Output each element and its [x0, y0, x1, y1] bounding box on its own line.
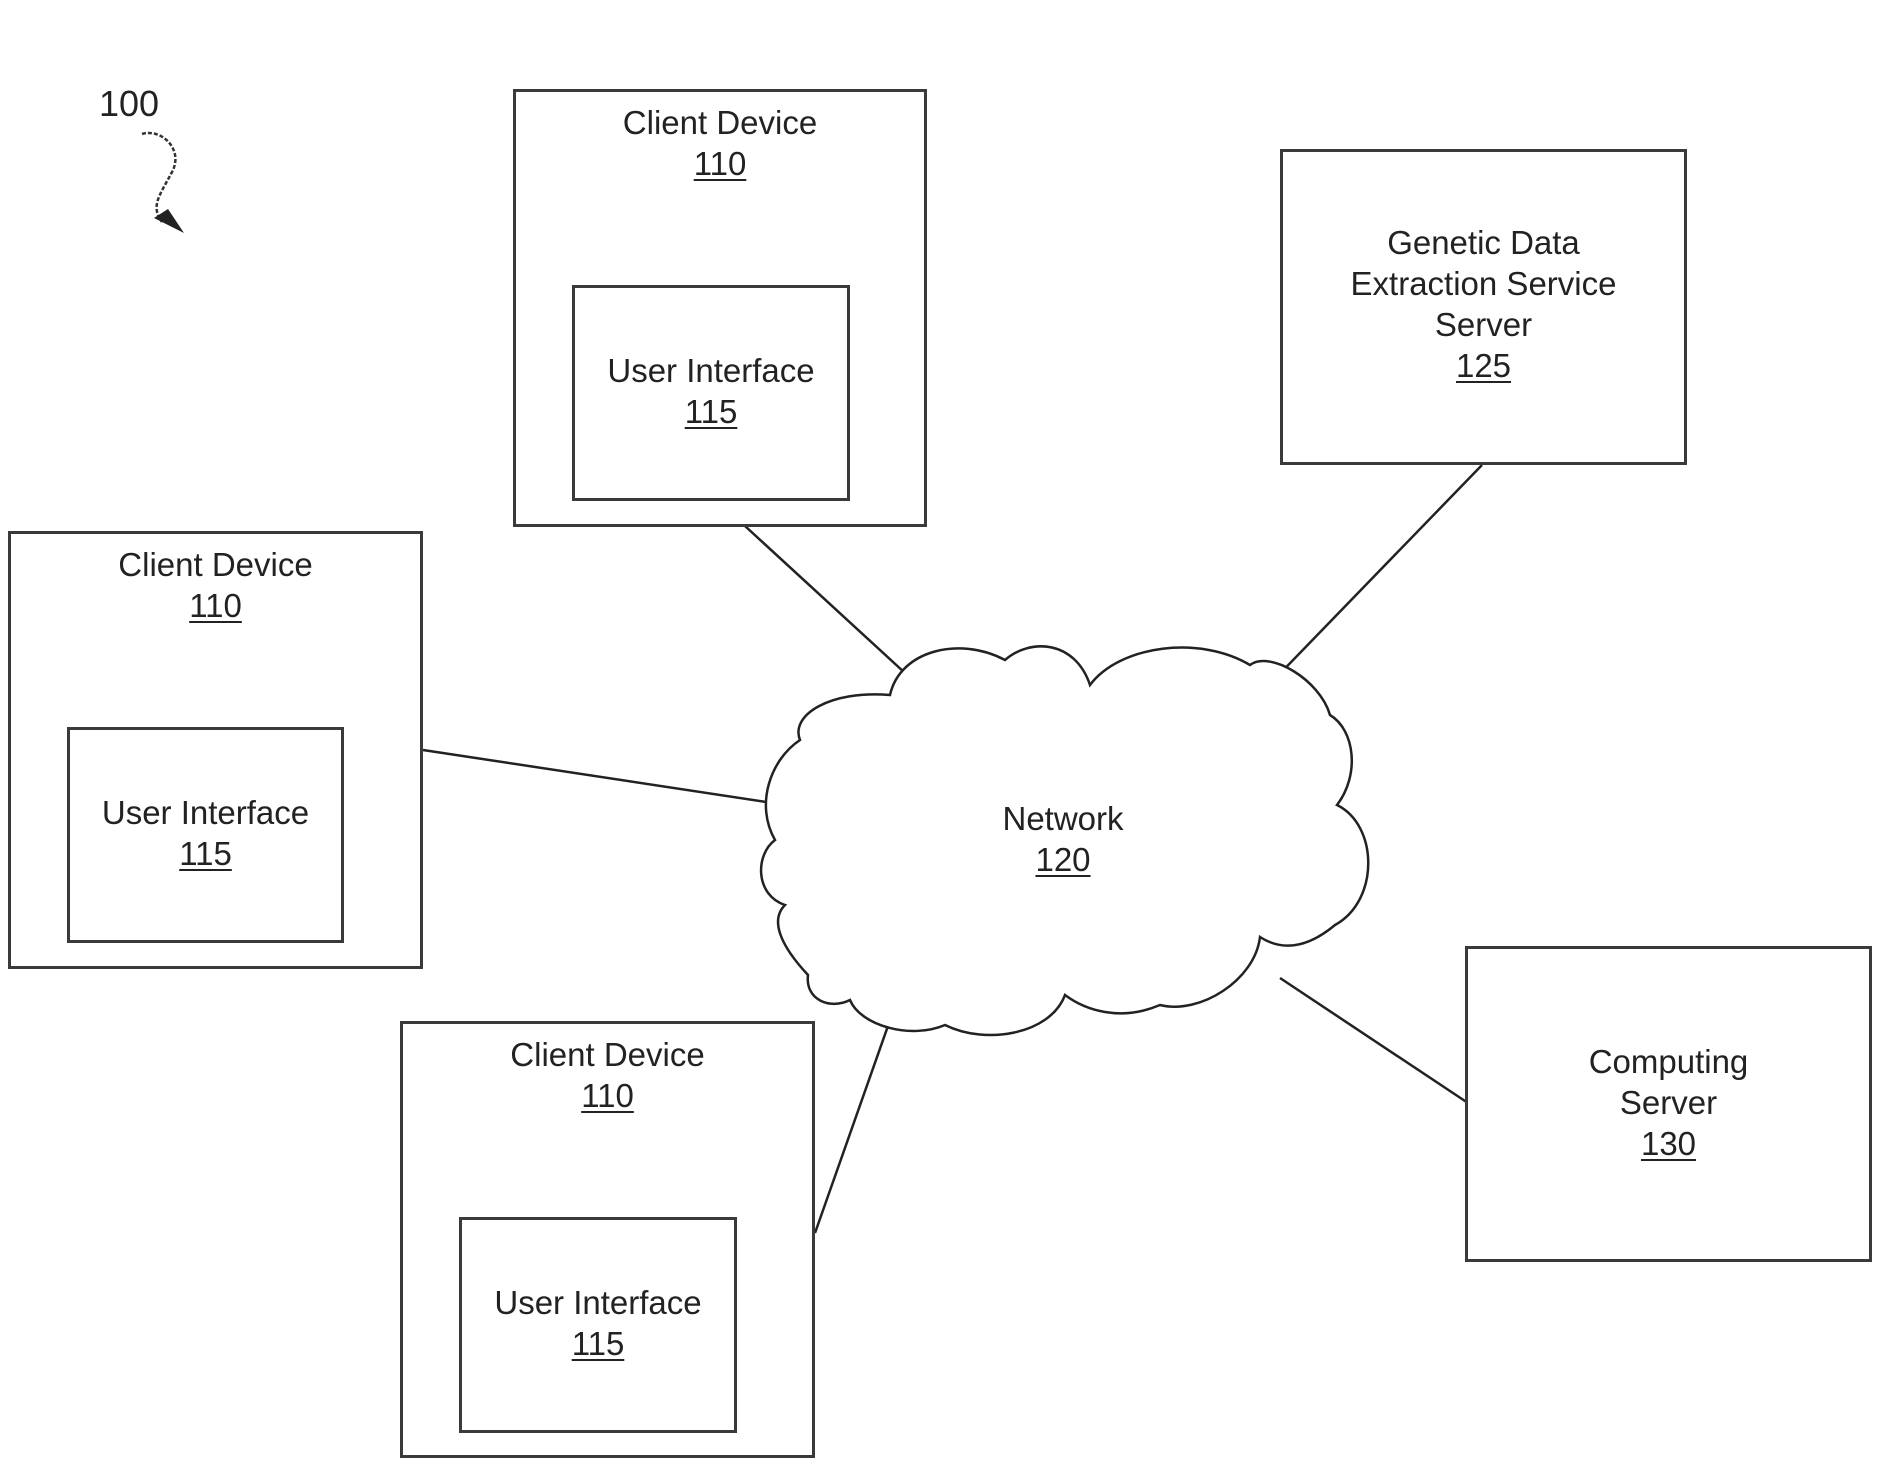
client-device-top[interactable]: Client Device 110 User Interface 115	[513, 89, 927, 527]
client-device-left[interactable]: Client Device 110 User Interface 115	[8, 531, 423, 969]
genetic-server-line1: Genetic Data	[1283, 222, 1684, 263]
client-device-title: Client Device 110	[11, 544, 420, 626]
link-client-top-network	[745, 526, 905, 673]
client-device-number: 110	[516, 143, 924, 184]
network-number: 120	[963, 839, 1163, 880]
genetic-data-extraction-server[interactable]: Genetic Data Extraction Service Server 1…	[1280, 149, 1687, 465]
computing-server-number: 130	[1468, 1123, 1869, 1164]
user-interface-number: 115	[70, 833, 341, 874]
network-title: Network 120	[963, 798, 1163, 880]
genetic-server-title: Genetic Data Extraction Service Server 1…	[1283, 222, 1684, 386]
client-device-number: 110	[11, 585, 420, 626]
computing-server-line1: Computing	[1468, 1041, 1869, 1082]
genetic-server-line2: Extraction Service	[1283, 263, 1684, 304]
user-interface-left[interactable]: User Interface 115	[67, 727, 344, 943]
client-device-name: Client Device	[11, 544, 420, 585]
user-interface-name: User Interface	[575, 350, 847, 391]
client-device-name: Client Device	[516, 102, 924, 143]
computing-server-title: Computing Server 130	[1468, 1041, 1869, 1164]
client-device-bottom[interactable]: Client Device 110 User Interface 115	[400, 1021, 815, 1458]
user-interface-number: 115	[462, 1323, 734, 1364]
reference-arrow	[142, 133, 175, 222]
genetic-server-line3: Server	[1283, 304, 1684, 345]
link-computing-server-network	[1280, 978, 1468, 1103]
network-name: Network	[963, 798, 1163, 839]
client-device-title: Client Device 110	[516, 102, 924, 184]
client-device-number: 110	[403, 1075, 812, 1116]
link-client-bottom-network	[815, 1006, 895, 1233]
user-interface-name: User Interface	[462, 1282, 734, 1323]
user-interface-title: User Interface 115	[462, 1282, 734, 1364]
user-interface-title: User Interface 115	[575, 350, 847, 432]
user-interface-name: User Interface	[70, 792, 341, 833]
client-device-title: Client Device 110	[403, 1034, 812, 1116]
computing-server[interactable]: Computing Server 130	[1465, 946, 1872, 1262]
user-interface-bottom[interactable]: User Interface 115	[459, 1217, 737, 1433]
user-interface-title: User Interface 115	[70, 792, 341, 874]
client-device-name: Client Device	[403, 1034, 812, 1075]
link-genetic-server-network	[1266, 465, 1482, 688]
user-interface-top[interactable]: User Interface 115	[572, 285, 850, 501]
user-interface-number: 115	[575, 391, 847, 432]
figure-reference: 100	[99, 83, 159, 125]
genetic-server-number: 125	[1283, 345, 1684, 386]
computing-server-line2: Server	[1468, 1082, 1869, 1123]
link-client-left-network	[423, 750, 773, 803]
